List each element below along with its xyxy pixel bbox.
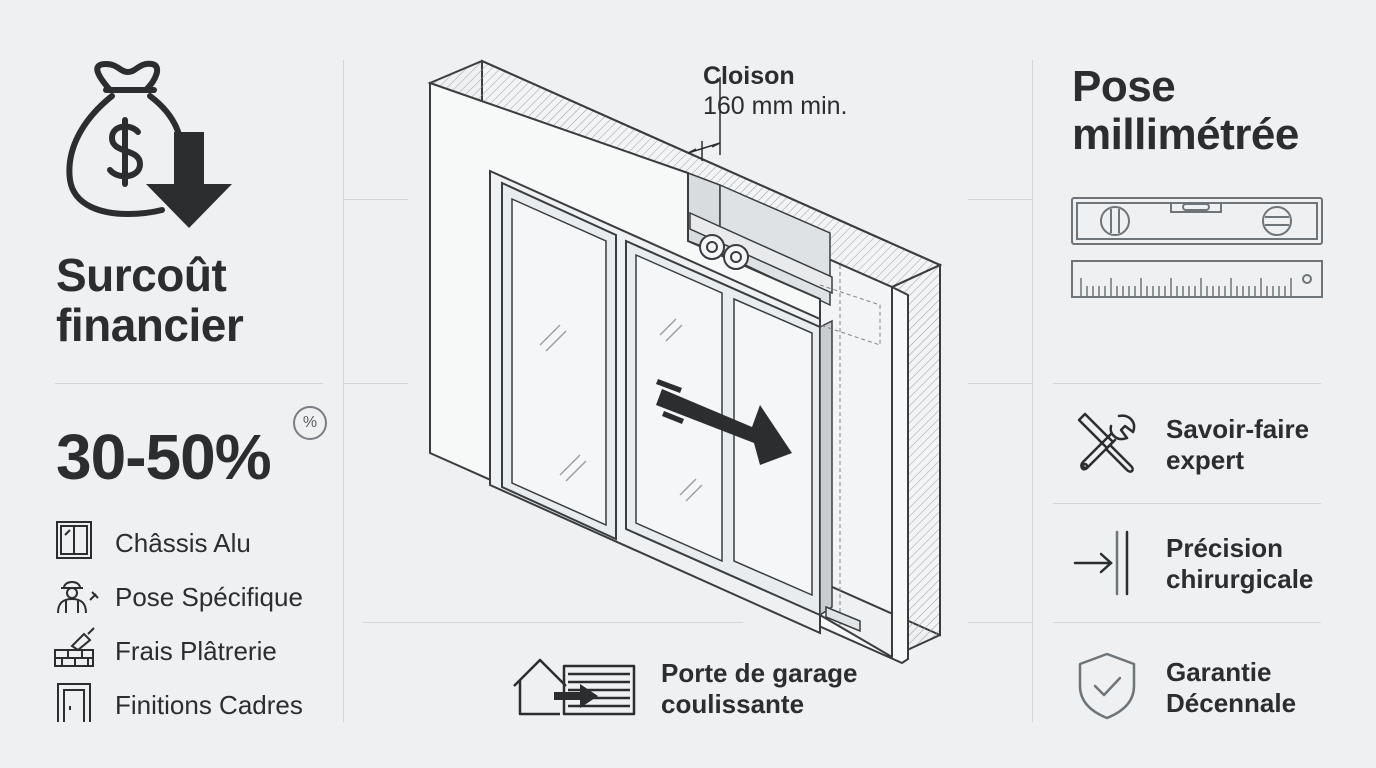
dimension-label-title: Cloison <box>703 62 795 90</box>
tools-icon <box>1073 410 1139 481</box>
divider-right-h1 <box>1053 383 1321 384</box>
left-title-line2: financier <box>56 299 244 351</box>
spirit-level-icon <box>1071 196 1323 251</box>
list-item-cadres: Finitions Cadres <box>115 690 303 720</box>
garage-door-label-line1: Porte de garage <box>661 658 858 688</box>
divider-right-h3 <box>1053 622 1321 623</box>
guide-h5 <box>363 622 743 623</box>
house-garage-arrow-icon <box>510 656 640 723</box>
list-item-platrerie: Frais Plâtrerie <box>115 636 277 666</box>
worker-icon <box>54 574 99 619</box>
left-title: Surcoût financier <box>56 249 244 351</box>
guide-h1 <box>343 383 408 384</box>
feature-precision: Précision chirurgicale <box>1166 533 1313 595</box>
divider-left <box>343 60 344 722</box>
right-title: Pose millimétrée <box>1072 63 1299 159</box>
list-item-chassis: Châssis Alu <box>115 528 251 558</box>
list-item-pose: Pose Spécifique <box>115 582 303 612</box>
shield-check-icon <box>1076 652 1138 725</box>
feature-savoir-faire: Savoir-faire expert <box>1166 414 1309 476</box>
door-frame-icon <box>56 682 92 727</box>
guide-h2 <box>343 199 408 200</box>
feature-precision-line2: chirurgicale <box>1166 564 1314 594</box>
dimension-label-value: 160 mm min. <box>703 92 848 120</box>
brick-trowel-icon <box>54 627 98 673</box>
guide-h4 <box>968 383 1032 384</box>
right-title-line1: Pose <box>1072 62 1176 111</box>
money-bag-down-arrow-icon <box>62 60 237 235</box>
feature-savoir-faire-line2: expert <box>1166 445 1245 475</box>
guide-h3 <box>968 199 1032 200</box>
feature-savoir-faire-line1: Savoir-faire <box>1166 414 1310 444</box>
right-title-line2: millimétrée <box>1072 110 1299 159</box>
left-title-line1: Surcoût <box>56 249 227 301</box>
sliding-door-diagram <box>420 55 960 670</box>
divider-left-h <box>55 383 323 384</box>
guide-h6 <box>968 622 1032 623</box>
feature-garantie: Garantie Décennale <box>1166 657 1296 719</box>
arrow-to-line-icon <box>1073 530 1133 601</box>
percent-value: 30-50% <box>56 421 272 493</box>
garage-door-label: Porte de garage coulissante <box>661 658 858 720</box>
dimension-label: Cloison 160 mm min. <box>703 61 847 121</box>
divider-right <box>1032 60 1033 722</box>
percent-badge-icon: % <box>293 406 327 440</box>
feature-garantie-line1: Garantie <box>1166 657 1272 687</box>
ruler-icon <box>1071 260 1323 303</box>
feature-precision-line1: Précision <box>1166 533 1284 563</box>
window-frame-icon <box>56 521 92 564</box>
feature-garantie-line2: Décennale <box>1166 688 1297 718</box>
divider-right-h2 <box>1053 503 1321 504</box>
garage-door-label-line2: coulissante <box>661 689 805 719</box>
